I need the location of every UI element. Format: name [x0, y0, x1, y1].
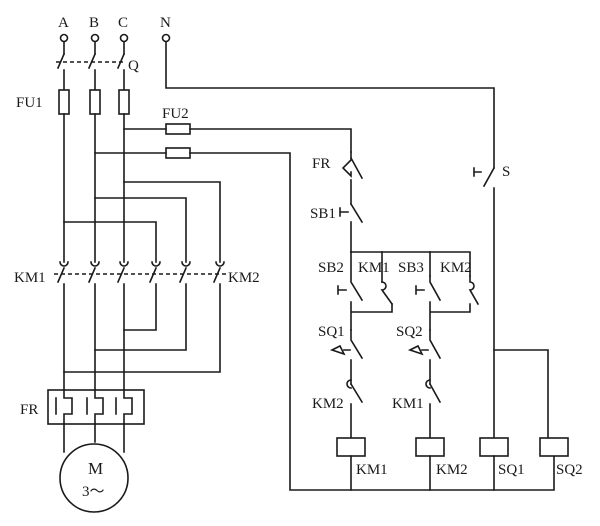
km1-contacts: [56, 261, 129, 284]
fuses-fu2: FU2: [94, 106, 555, 491]
motor: M 3～: [59, 443, 129, 513]
terminal-n: [161, 33, 171, 43]
neutral-line: [165, 41, 495, 169]
switch-s: S: [473, 164, 549, 439]
label-motor-m: M: [88, 459, 103, 478]
label-phase-c: C: [118, 15, 128, 31]
control-circuit: FR SB1 SB2 KM1 SB3 KM2: [310, 151, 583, 491]
label-motor-phase: 3～: [82, 484, 105, 500]
label-fr-main: FR: [20, 402, 38, 418]
label-fu2: FU2: [162, 106, 189, 122]
sb1-stop-button: SB1: [310, 202, 364, 253]
fuse-fu2-1: [165, 123, 191, 135]
main-power-bus: [63, 113, 221, 263]
label-km2-interlock: KM2: [312, 396, 344, 412]
fuse-fu1-c: [118, 89, 130, 115]
label-km2-aux: KM2: [440, 260, 472, 276]
label-neutral: N: [160, 15, 171, 31]
label-sq2-contact: SQ2: [396, 324, 423, 340]
sq-limit-contacts: SQ1 SQ2: [318, 324, 442, 385]
interlock-contacts: KM2 KM1: [312, 379, 442, 439]
terminal-c: [119, 33, 129, 43]
terminal-a: [59, 33, 69, 43]
label-km1-main: KM1: [14, 270, 46, 286]
coils: KM1 KM2 SQ1 SQ2: [336, 437, 583, 491]
km2-contacts: [148, 261, 225, 284]
thermal-relay-fr: FR: [20, 389, 145, 453]
fr-enclosure: [47, 389, 145, 425]
fuse-fu2-2: [165, 147, 191, 159]
motor-symbol: [59, 443, 129, 513]
label-sb3: SB3: [398, 260, 424, 276]
fuse-fu1-b: [89, 89, 101, 115]
main-switch-q: Q: [56, 41, 139, 93]
main-contactors: KM1 KM2: [14, 261, 260, 391]
coil-km2: [415, 437, 445, 457]
label-sb2: SB2: [318, 260, 344, 276]
label-fr-ctrl: FR: [312, 156, 330, 172]
label-phase-b: B: [89, 15, 99, 31]
label-phase-a: A: [58, 15, 69, 31]
supply-terminals: A B C N: [58, 15, 171, 43]
label-coil-sq1: SQ1: [498, 462, 525, 478]
label-coil-km2: KM2: [436, 462, 468, 478]
fuses-fu1: FU1: [16, 89, 130, 115]
fuse-fu1-a: [58, 89, 70, 115]
label-km1-aux: KM1: [358, 260, 390, 276]
label-km2-main: KM2: [228, 270, 260, 286]
label-coil-km1: KM1: [356, 462, 388, 478]
coil-km1: [336, 437, 366, 457]
sb2-km1-branch: SB2 KM1: [318, 251, 394, 331]
label-s: S: [502, 164, 510, 180]
label-coil-sq2: SQ2: [556, 462, 583, 478]
label-sq1-contact: SQ1: [318, 324, 345, 340]
coil-sq1: [479, 437, 509, 457]
coil-sq2: [539, 437, 569, 457]
terminal-b: [90, 33, 100, 43]
label-fu1: FU1: [16, 95, 43, 111]
sb3-km2-branch: SB3 KM2: [398, 260, 480, 331]
fr-nc-contact: FR: [312, 151, 364, 205]
label-km1-interlock: KM1: [392, 396, 424, 412]
label-q: Q: [128, 58, 139, 74]
label-sb1: SB1: [310, 206, 336, 222]
